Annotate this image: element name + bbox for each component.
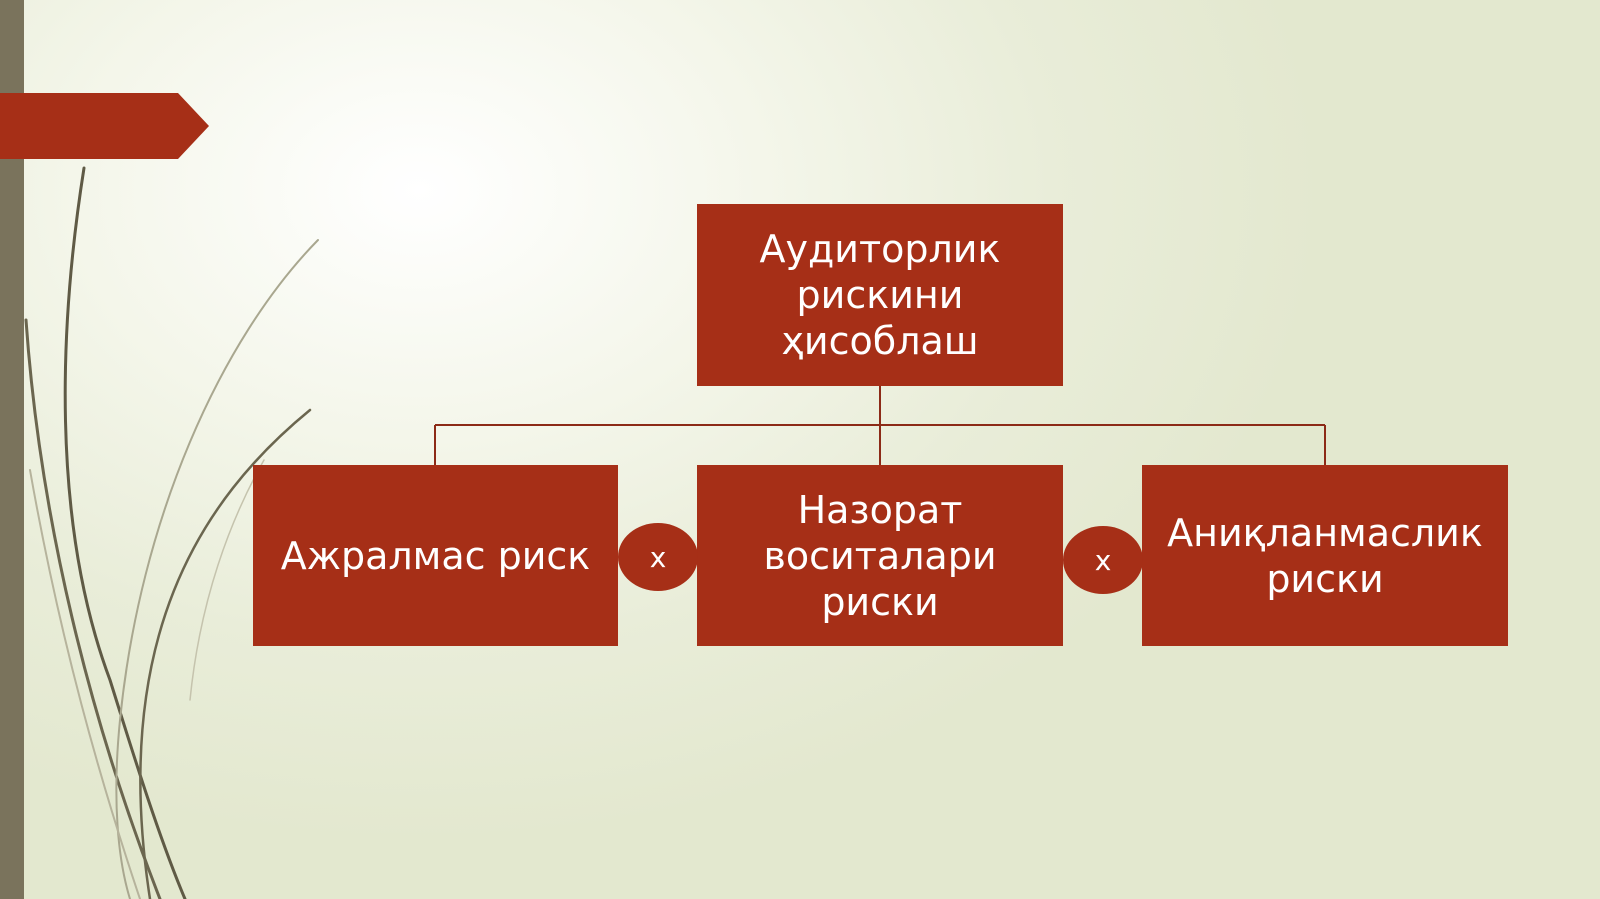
child-node-detection-risk: Аниқланмаслик риски	[1142, 465, 1508, 646]
root-node-audit-risk: Аудиторлик рискини ҳисоблаш	[697, 204, 1063, 386]
multiply-operator-2: x	[1063, 526, 1143, 594]
multiply-operator-1: x	[618, 523, 698, 591]
child-node-label: Ажралмас риск	[280, 533, 591, 578]
child-node-control-risk: Назорат воситалари риски	[697, 465, 1063, 646]
operator-label: x	[649, 540, 667, 574]
child-node-label: Назорат воситалари риски	[763, 487, 997, 624]
child-node-inherent-risk: Ажралмас риск	[253, 465, 618, 646]
child-node-label: Аниқланмаслик риски	[1167, 510, 1483, 601]
operator-label: x	[1094, 543, 1112, 577]
root-node-label: Аудиторлик рискини ҳисоблаш	[759, 227, 1001, 363]
